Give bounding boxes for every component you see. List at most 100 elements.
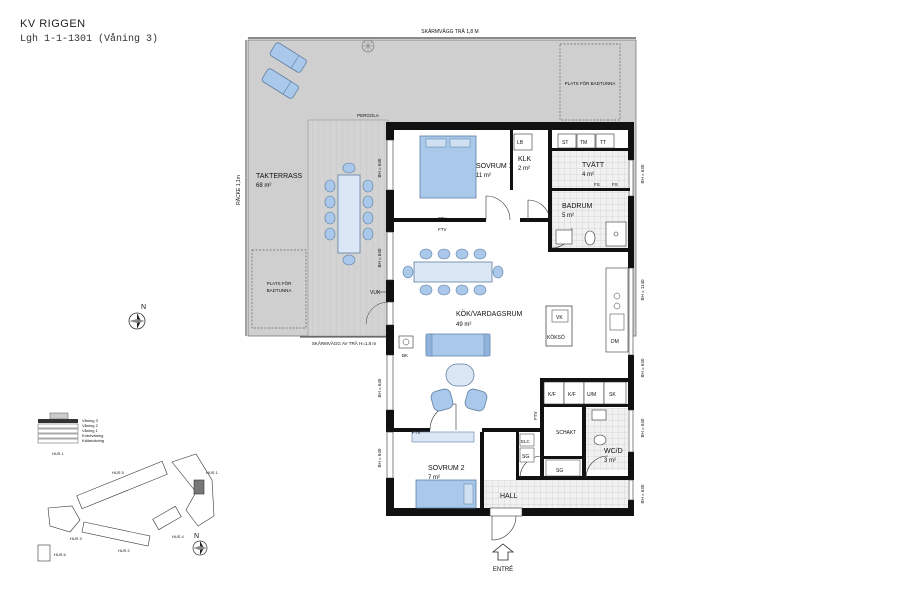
kitchen-bk: BK (402, 353, 408, 358)
apartment-subtitle: Lgh 1-1-1301 (Våning 3) (20, 34, 159, 45)
bedroom1-name: SOVRUM 1 (476, 163, 513, 170)
site-label-hus1: HUS 1 (206, 470, 219, 475)
bed-1 (419, 135, 477, 199)
entrance-label: ENTRÉ (493, 566, 513, 573)
bh-label-5: BH = 640 (640, 164, 645, 183)
sun-lounger-2 (261, 68, 299, 99)
site-building-hus2 (81, 521, 151, 547)
closet-lb: LB (517, 140, 524, 146)
bedroom2-name: SOVRUM 2 (428, 465, 465, 472)
floor-label-1: Våning 3 (82, 418, 99, 423)
ftv-label-4: FTV (412, 430, 421, 435)
bh-label-1: BH = 640 (377, 158, 382, 177)
bh-label-7: BH = 640 (640, 358, 645, 377)
laundry-name: TVÄTT (582, 161, 605, 169)
bh-label-6: BH = 1140 (640, 279, 645, 301)
roof-block (49, 412, 69, 420)
shaft-label: SCHAKT (556, 430, 576, 436)
site-label-hus3: HUS 3 (70, 536, 83, 541)
wc-name: WC/D (604, 448, 623, 455)
hot-tub-top-area (559, 43, 621, 121)
kitchen-counter (605, 267, 629, 353)
wood-stove (398, 335, 414, 349)
wardrobe-2 (545, 459, 581, 477)
cabinets (543, 381, 627, 405)
project-title: KV RIGGEN (20, 18, 86, 30)
sg-label-2: SG (556, 468, 563, 474)
outdoor-dining-set (324, 162, 374, 266)
north-label-2: N (194, 533, 199, 540)
site-building-hus6 (37, 544, 51, 562)
site-building-hus4 (152, 505, 182, 531)
terrace-door[interactable] (365, 301, 394, 326)
kitchen-island (545, 305, 573, 347)
floor-label-5: Källarväning (82, 438, 104, 443)
coffee-table (445, 363, 475, 387)
closet-name: KLK (518, 156, 532, 163)
site-label-hus4: HUS 4 (172, 534, 185, 539)
railing-label: RÄCKE 1,1m (235, 175, 242, 205)
bedroom1-area: 11 m² (476, 173, 491, 179)
floor-level-3 (38, 419, 78, 423)
floor-label-3: Våning 1 (82, 428, 99, 433)
hall-tiles (484, 480, 628, 508)
vuk-label: VUK (370, 290, 381, 296)
apartment: ENTRÉ SOVRUM 1 11 m² FTV FTV LB KLK 2 m²… (365, 122, 634, 573)
bathroom-area: 5 m² (562, 213, 574, 219)
kitchen-area: 49 m² (456, 322, 471, 328)
laundry-appliances (557, 133, 615, 149)
bh-label-3: BH = 640 (377, 378, 382, 397)
linen-cabinet (513, 133, 533, 151)
dining-set (402, 248, 504, 296)
site-label-hus5: HUS 5 (112, 470, 125, 475)
bedroom2-desk (411, 431, 475, 443)
hot-tub-left-area (251, 249, 307, 329)
bathroom-name: BADRUM (562, 203, 593, 210)
screen-wall-top-label: SKÄRMVÄGG TRÄ 1,8 M (421, 28, 478, 35)
header: KV RIGGEN Lgh 1-1-1301 (Våning 3) (20, 18, 158, 45)
laundry-tt: TT (600, 140, 606, 146)
cabinet-3: U/M (587, 392, 596, 398)
entrance-door[interactable] (489, 507, 523, 541)
closet-area: 2 m² (518, 166, 530, 172)
hall-name: HALL (500, 493, 518, 500)
bed-2 (415, 479, 477, 509)
kitchen-name: KÖK/VARDAGSRUM (456, 310, 523, 318)
armchairs (430, 388, 488, 412)
interior-walls (390, 130, 630, 508)
floor-stack-diagram: Våning 3 Våning 2 Våning 1 Entréväning K… (37, 412, 104, 456)
kitchen-dm: DM (611, 339, 619, 345)
kitchen-vk: VK (556, 315, 563, 321)
site-building-hus1 (171, 453, 215, 527)
key-plan-labels: HUS 5 HUS 1 HUS 4 HUS 3 HUS 2 HUS 6 (54, 470, 219, 557)
sink-icon (551, 309, 569, 323)
windows (386, 139, 634, 501)
hot-tub-left-label-2: BADTUNNA (267, 288, 292, 293)
floor-stack-hus-label: HUS 1 (52, 451, 65, 456)
site-key-plan (37, 453, 215, 562)
floor-label-4: Entréväning (82, 433, 103, 438)
site-label-hus2: HUS 2 (118, 548, 131, 553)
cabinet-4: SK (609, 392, 616, 398)
north-label-1: N (141, 304, 146, 311)
bathroom-fixtures (555, 221, 627, 247)
laundry-area: 4 m² (582, 172, 594, 178)
cabinet-2: K/F (568, 392, 576, 398)
hot-tub-left-label-1: PLATS FÖR (267, 280, 292, 286)
elc-label: ELC (521, 439, 531, 444)
kitchen-island-label: KÖKSÖ (547, 334, 565, 341)
cabinet-1: K/F (548, 392, 556, 398)
ftv-label-3: FTV (533, 412, 538, 421)
entrance-arrow-icon (491, 543, 515, 561)
floor-level-entry (37, 433, 79, 439)
laundry-tm: TM (580, 140, 587, 146)
sofa (425, 333, 491, 357)
electrical-cabinet (519, 433, 535, 447)
sg-label-1: SG (522, 454, 529, 460)
wood-stove-icon (402, 338, 410, 346)
floor-level-1 (37, 428, 79, 434)
terrace-area: 68 m² (256, 183, 271, 189)
laundry-fs2: FS (612, 182, 618, 187)
site-building-hus3 (47, 505, 81, 533)
terrace-name: TAKTERRASS (256, 173, 302, 180)
